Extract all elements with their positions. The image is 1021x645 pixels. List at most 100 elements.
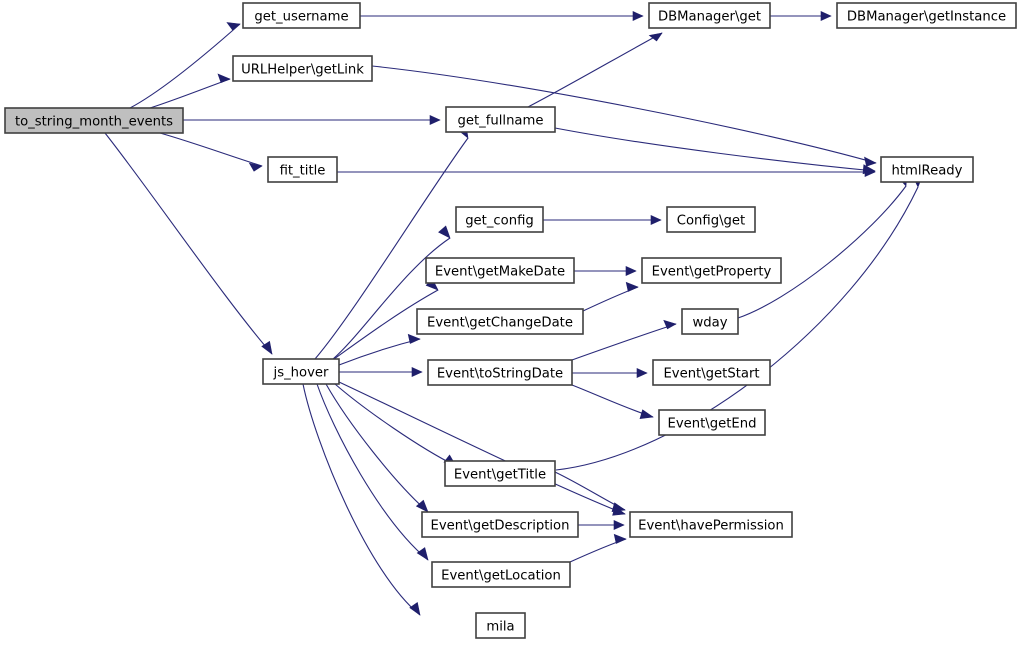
node-label: Event\getLocation bbox=[441, 569, 561, 584]
call-edge-wday-to-htmlready bbox=[737, 172, 908, 319]
call-edge-js_hover-to-event_getlocation bbox=[316, 383, 429, 561]
node-to_string_month_events[interactable]: to_string_month_events bbox=[4, 107, 184, 134]
node-label: Event\getChangeDate bbox=[427, 316, 573, 331]
node-get_fullname[interactable]: get_fullname bbox=[445, 106, 556, 133]
node-event_getmakedate[interactable]: Event\getMakeDate bbox=[425, 257, 575, 284]
arrowhead-icon bbox=[415, 499, 429, 513]
node-box[interactable] bbox=[836, 2, 1017, 29]
node-label: Event\getEnd bbox=[668, 417, 757, 432]
edge-line bbox=[325, 383, 429, 513]
arrowhead-icon bbox=[611, 502, 626, 512]
node-box[interactable] bbox=[475, 612, 526, 639]
node-event_getdescription[interactable]: Event\getDescription bbox=[421, 511, 579, 538]
edge-line bbox=[338, 338, 421, 366]
node-htmlready[interactable]: htmlReady bbox=[880, 156, 974, 183]
node-box[interactable] bbox=[242, 2, 361, 29]
node-box[interactable] bbox=[658, 409, 766, 436]
call-edge-fit_title-to-htmlready bbox=[337, 167, 876, 177]
node-box[interactable] bbox=[262, 358, 340, 385]
node-label: Event\getProperty bbox=[652, 265, 772, 280]
call-edge-js_hover-to-event_getdescription bbox=[325, 383, 429, 513]
edge-line bbox=[333, 289, 439, 360]
node-label: DBManager\getInstance bbox=[847, 10, 1006, 25]
node-event_getend[interactable]: Event\getEnd bbox=[658, 409, 766, 436]
node-js_hover[interactable]: js_hover bbox=[262, 358, 340, 385]
edge-line bbox=[316, 383, 429, 561]
node-event_getlocation[interactable]: Event\getLocation bbox=[431, 561, 571, 588]
arrowhead-icon bbox=[650, 215, 662, 225]
arrowhead-icon bbox=[636, 368, 648, 378]
call-edge-get_config-to-config_get bbox=[543, 215, 662, 225]
arrowhead-icon bbox=[639, 409, 654, 419]
node-box[interactable] bbox=[416, 308, 584, 335]
node-label: get_username bbox=[254, 10, 348, 25]
call-edge-to_string_month_events-to-get_fullname bbox=[183, 115, 441, 125]
node-label: Event\getDescription bbox=[431, 519, 570, 534]
node-get_config[interactable]: get_config bbox=[455, 206, 544, 233]
call-edge-event_getmakedate-to-event_getproperty bbox=[574, 266, 637, 276]
arrowhead-icon bbox=[411, 367, 423, 377]
node-event_getproperty[interactable]: Event\getProperty bbox=[641, 257, 782, 284]
node-box[interactable] bbox=[431, 561, 571, 588]
node-label: to_string_month_events bbox=[15, 115, 173, 130]
node-label: Event\getMakeDate bbox=[435, 265, 565, 280]
node-box[interactable] bbox=[880, 156, 974, 183]
node-box[interactable] bbox=[666, 206, 756, 233]
node-wday[interactable]: wday bbox=[681, 308, 739, 335]
node-label: DBManager\get bbox=[658, 10, 761, 25]
edge-line bbox=[159, 132, 263, 167]
node-label: htmlReady bbox=[892, 164, 963, 179]
node-box[interactable] bbox=[455, 206, 544, 233]
call-edge-event_tostringdate-to-event_getend bbox=[571, 384, 654, 419]
node-fit_title[interactable]: fit_title bbox=[267, 156, 338, 183]
node-event_getchangedate[interactable]: Event\getChangeDate bbox=[416, 308, 584, 335]
nodes-layer: to_string_month_events get_usernameURLHel… bbox=[4, 2, 1017, 639]
node-label: Event\getStart bbox=[663, 367, 759, 382]
node-box[interactable] bbox=[232, 55, 373, 82]
arrowhead-icon bbox=[226, 22, 241, 31]
node-dbmanager_getinstance[interactable]: DBManager\getInstance bbox=[836, 2, 1017, 29]
node-box[interactable] bbox=[427, 359, 573, 386]
arrowhead-icon bbox=[407, 333, 421, 344]
call-edge-js_hover-to-get_config bbox=[332, 225, 451, 360]
node-box[interactable] bbox=[267, 156, 338, 183]
node-event_havepermission[interactable]: Event\havePermission bbox=[629, 511, 793, 538]
node-label: get_fullname bbox=[458, 114, 544, 129]
edge-line bbox=[571, 384, 654, 418]
node-box[interactable] bbox=[648, 2, 771, 29]
arrowhead-icon bbox=[261, 340, 273, 355]
node-dbmanager_get[interactable]: DBManager\get bbox=[648, 2, 771, 29]
call-edge-get_fullname-to-htmlready bbox=[554, 127, 876, 175]
node-box[interactable] bbox=[652, 359, 771, 386]
call-edge-to_string_month_events-to-urlhelper_getlink bbox=[149, 73, 231, 109]
node-box[interactable] bbox=[629, 511, 793, 538]
node-box[interactable] bbox=[4, 107, 184, 134]
node-urlhelper_getlink[interactable]: URLHelper\getLink bbox=[232, 55, 373, 82]
node-event_tostringdate[interactable]: Event\toStringDate bbox=[427, 359, 573, 386]
edge-line bbox=[554, 127, 876, 172]
arrowhead-icon bbox=[864, 156, 877, 167]
edge-line bbox=[371, 65, 877, 164]
node-box[interactable] bbox=[444, 460, 556, 487]
call-edge-event_getdescription-to-event_havepermission bbox=[578, 520, 625, 530]
node-get_username[interactable]: get_username bbox=[242, 2, 361, 29]
node-box[interactable] bbox=[641, 257, 782, 284]
node-box[interactable] bbox=[421, 511, 579, 538]
edge-line bbox=[149, 78, 231, 109]
node-event_gettitle[interactable]: Event\getTitle bbox=[444, 460, 556, 487]
call-edge-dbmanager_get-to-dbmanager_getinstance bbox=[770, 11, 832, 21]
node-mila[interactable]: mila bbox=[475, 612, 526, 639]
node-label: Event\havePermission bbox=[638, 519, 784, 534]
node-config_get[interactable]: Config\get bbox=[666, 206, 756, 233]
arrowhead-icon bbox=[438, 225, 451, 239]
node-box[interactable] bbox=[425, 257, 575, 284]
call-edge-to_string_month_events-to-get_username bbox=[129, 22, 241, 109]
call-edge-js_hover-to-mila bbox=[302, 383, 421, 616]
node-event_getstart[interactable]: Event\getStart bbox=[652, 359, 771, 386]
node-box[interactable] bbox=[445, 106, 556, 133]
arrowhead-icon bbox=[648, 32, 663, 42]
edge-line bbox=[302, 383, 421, 616]
node-box[interactable] bbox=[681, 308, 739, 335]
